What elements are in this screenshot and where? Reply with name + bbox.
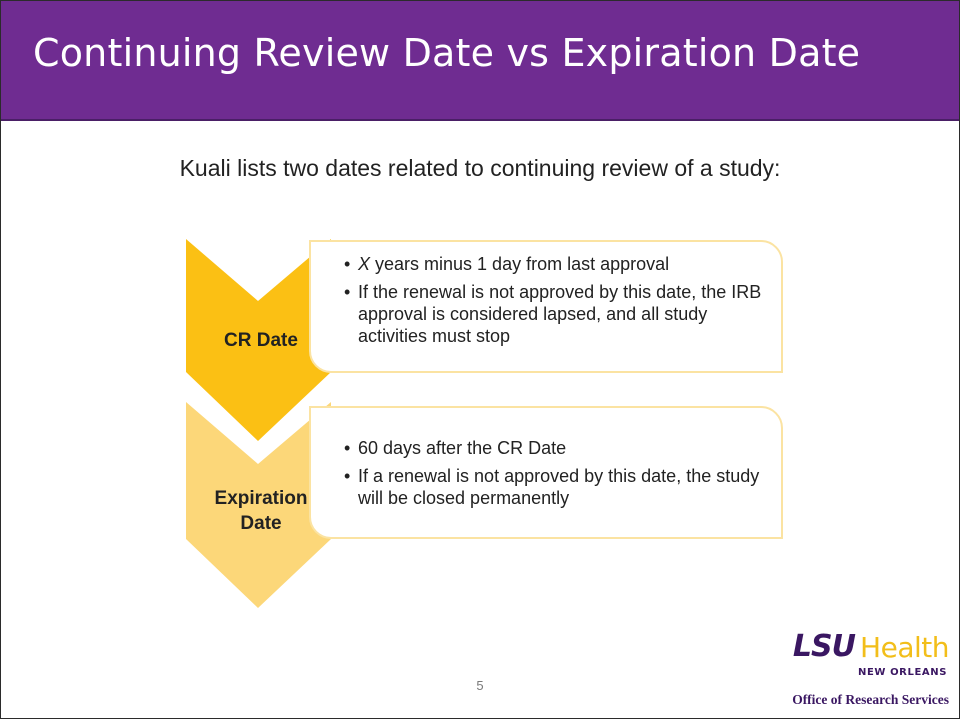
cr-date-details-box: X years minus 1 day from last approval I… bbox=[309, 240, 783, 373]
bullet-item: If a renewal is not approved by this dat… bbox=[344, 465, 778, 509]
logo-lsu-text: LSU bbox=[792, 629, 856, 664]
cr-date-label: CR Date bbox=[224, 330, 298, 351]
expiration-date-label: Expiration Date bbox=[181, 486, 341, 536]
expiration-label-line-1: Expiration bbox=[214, 488, 308, 509]
bullet-text: years minus 1 day from last approval bbox=[370, 254, 670, 274]
bullet-item: X years minus 1 day from last approval bbox=[344, 253, 778, 275]
bullet-italic-text: X bbox=[358, 254, 371, 274]
title-bar: Continuing Review Date vs Expiration Dat… bbox=[1, 1, 959, 121]
expiration-date-bullets: 60 days after the CR Date If a renewal i… bbox=[344, 437, 778, 515]
bullet-text: If a renewal is not approved by this dat… bbox=[358, 466, 760, 508]
logo-office-text: Office of Research Services bbox=[792, 692, 949, 707]
logo-health-text: Health bbox=[860, 631, 949, 664]
chevron-cr-date bbox=[186, 239, 331, 441]
logo-location-text: NEW ORLEANS bbox=[857, 667, 947, 678]
bullet-item: If the renewal is not approved by this d… bbox=[344, 281, 778, 347]
bullet-item: 60 days after the CR Date bbox=[344, 437, 778, 459]
chevron-expiration-date bbox=[186, 402, 331, 608]
slide-subtitle: Kuali lists two dates related to continu… bbox=[179, 155, 781, 181]
expiration-date-details-box: 60 days after the CR Date If a renewal i… bbox=[309, 406, 783, 539]
lsu-health-logo: LSU Health NEW ORLEANS Office of Researc… bbox=[761, 629, 951, 715]
cr-date-bullets: X years minus 1 day from last approval I… bbox=[344, 253, 778, 353]
expiration-label-line-2: Date bbox=[240, 513, 282, 534]
page-number: 5 bbox=[476, 678, 484, 693]
slide-title: Continuing Review Date vs Expiration Dat… bbox=[33, 31, 861, 75]
bullet-text: 60 days after the CR Date bbox=[358, 438, 567, 458]
bullet-text: If the renewal is not approved by this d… bbox=[358, 282, 762, 346]
